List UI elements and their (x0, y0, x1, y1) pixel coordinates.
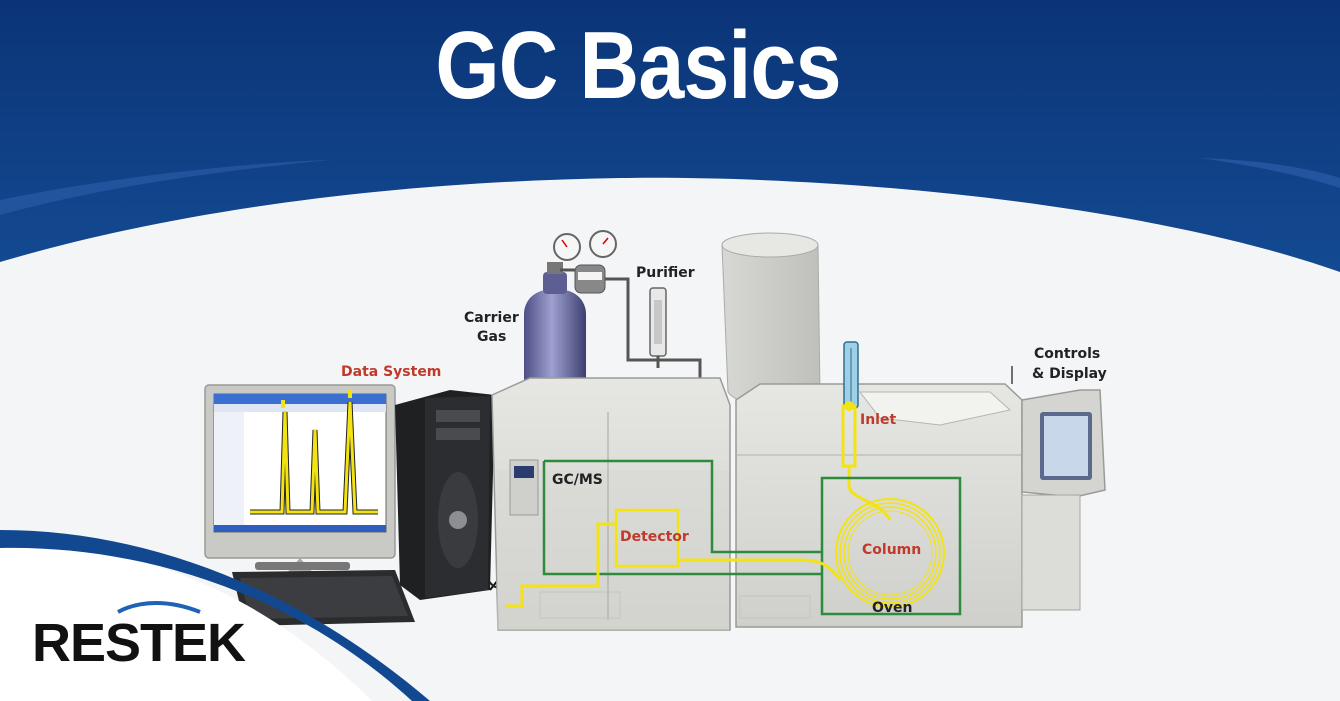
label-controls: Controls (1034, 346, 1101, 362)
gcms-outline (542, 459, 822, 576)
column-coil (835, 498, 945, 608)
detector-to-data-line (505, 522, 616, 608)
autosampler (721, 232, 821, 407)
gas-line (620, 277, 702, 380)
chromatogram-peaks (250, 401, 378, 514)
control-panel (1021, 389, 1106, 611)
logo-arc (117, 601, 201, 614)
logo-wave (0, 540, 372, 701)
column-to-detector-line (678, 558, 842, 581)
vent-grille (539, 591, 811, 619)
detector-box (614, 508, 680, 568)
label-oven: Oven (872, 600, 913, 616)
label-purifier: Purifier (636, 265, 695, 281)
logo-swoosh (0, 530, 430, 701)
purifier (649, 287, 667, 368)
banner-swoosh-right (1200, 158, 1340, 188)
inlet-path (841, 401, 892, 521)
inlet-vial (843, 341, 859, 409)
computer-tower (395, 390, 499, 600)
carrier-gas-cylinder (524, 262, 586, 402)
monitor (204, 384, 396, 575)
label-gcms: GC/MS (552, 472, 603, 488)
label-inlet: Inlet (860, 412, 897, 428)
restek-logo: RESTEK (32, 613, 246, 673)
label-data-system: Data System (341, 364, 442, 380)
header-banner (0, 0, 1340, 272)
label-carrier-gas-2: Gas (477, 329, 507, 345)
page-title: GC Basics (435, 12, 841, 119)
label-detector: Detector (620, 529, 689, 545)
gc-oven-unit (735, 383, 1023, 628)
label-column: Column (862, 542, 922, 558)
label-carrier-gas-1: Carrier (464, 310, 519, 326)
gas-regulator (553, 230, 620, 294)
label-display: & Display (1032, 366, 1107, 382)
oven-outline (820, 476, 962, 616)
